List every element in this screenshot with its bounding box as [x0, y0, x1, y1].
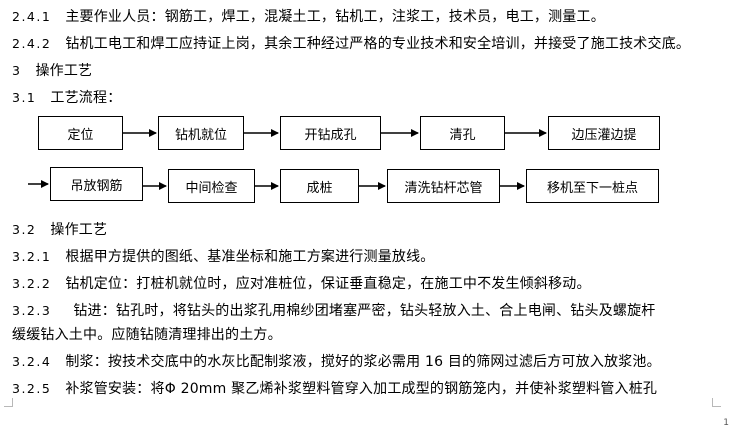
item-text: 钻机工电工和焊工应持证上岗，其余工种经过严格的专业技术和安全培训，并接受了施工技… — [65, 36, 691, 52]
item-3-2-2: 3.2.2 钻机定位：打桩机就位时，应对准桩位，保证垂直稳定，在施工中不发生倾斜移… — [12, 273, 591, 295]
item-3-2-1: 3.2.1 根据甲方提供的图纸、基准坐标和施工方案进行测量放线。 — [12, 246, 435, 268]
item-number: 2.4.1 — [12, 9, 52, 24]
item-2-4-2: 2.4.2 钻机工电工和焊工应持证上岗，其余工种经过严格的专业技术和安全培训，并接… — [12, 33, 690, 55]
item-text: 主要作业人员：钢筋工，焊工，混凝土工，钻机工，注浆工，技术员，电工，测量工。 — [65, 9, 605, 25]
item-text: 操作工艺 — [35, 63, 93, 79]
flow-step-move-to-next-pile: 移机至下一桩点 — [526, 169, 659, 203]
item-text: 钻进：钻孔时，将钻头的出浆孔用棉纱团堵塞严密，钻头轻放入土、合上电闸、钻头及螺旋… — [73, 303, 656, 319]
item-3-2-3-continued: 缓缓钻入土中。应随钻随清理排出的土方。 — [12, 324, 282, 346]
item-text: 钻机定位：打桩机就位时，应对准桩位，保证垂直稳定，在施工中不发生倾斜移动。 — [65, 276, 591, 292]
section-3-heading: 3 操作工艺 — [12, 60, 92, 82]
flow-step-clean-hole: 清孔 — [420, 116, 505, 150]
item-text: 根据甲方提供的图纸、基准坐标和施工方案进行测量放线。 — [65, 249, 435, 265]
item-number: 3.2.4 — [12, 354, 52, 369]
page-number: 1 — [723, 418, 729, 428]
item-number: 3.2.5 — [12, 381, 52, 396]
item-3-2-5: 3.2.5 补浆管安装：将Φ 20mm 聚乙烯补浆塑料管穿入加工成型的钢筋笼内，并… — [12, 378, 657, 400]
item-3-2-4: 3.2.4 制浆：按技术交底中的水灰比配制浆液，搅好的浆必需用 16 目的筛网过滤… — [12, 351, 661, 373]
flow-step-grout-and-lift: 边压灌边提 — [548, 116, 660, 150]
item-3-2-3: 3.2.3 钻进：钻孔时，将钻头的出浆孔用棉纱团堵塞严密，钻头轻放入土、合上电闸、… — [12, 300, 656, 322]
item-number: 3.1 — [12, 90, 37, 105]
item-2-4-1: 2.4.1 主要作业人员：钢筋工，焊工，混凝土工，钻机工，注浆工，技术员，电工，测… — [12, 6, 605, 28]
margin-corner-mark — [4, 398, 13, 407]
flow-step-pile-formed: 成桩 — [280, 169, 359, 203]
flow-step-rig-in-place: 钻机就位 — [158, 116, 244, 150]
flow-step-clean-drill-pipe: 清洗钻杆芯管 — [387, 169, 500, 203]
item-number: 3.2 — [12, 222, 37, 237]
item-text: 操作工艺 — [50, 222, 108, 238]
flow-step-drill-hole: 开钻成孔 — [280, 116, 381, 150]
item-number: 3.2.3 — [12, 303, 52, 318]
item-text: 补浆管安装：将Φ 20mm 聚乙烯补浆塑料管穿入加工成型的钢筋笼内，并使补浆塑料… — [65, 381, 658, 397]
margin-corner-mark — [712, 398, 721, 407]
item-number: 3 — [12, 63, 22, 78]
flow-step-positioning: 定位 — [38, 116, 123, 150]
section-3-2-heading: 3.2 操作工艺 — [12, 219, 107, 241]
item-number: 3.2.2 — [12, 276, 52, 291]
item-text: 工艺流程： — [50, 90, 122, 106]
item-number: 2.4.2 — [12, 36, 52, 51]
item-text: 缓缓钻入土中。应随钻随清理排出的土方。 — [12, 327, 282, 343]
item-number: 3.2.1 — [12, 249, 52, 264]
item-text: 制浆：按技术交底中的水灰比配制浆液，搅好的浆必需用 16 目的筛网过滤后方可放入… — [65, 354, 661, 370]
section-3-1-heading: 3.1 工艺流程： — [12, 87, 121, 109]
flow-step-midway-inspection: 中间检查 — [168, 169, 255, 203]
flow-step-place-rebar: 吊放钢筋 — [50, 167, 143, 201]
